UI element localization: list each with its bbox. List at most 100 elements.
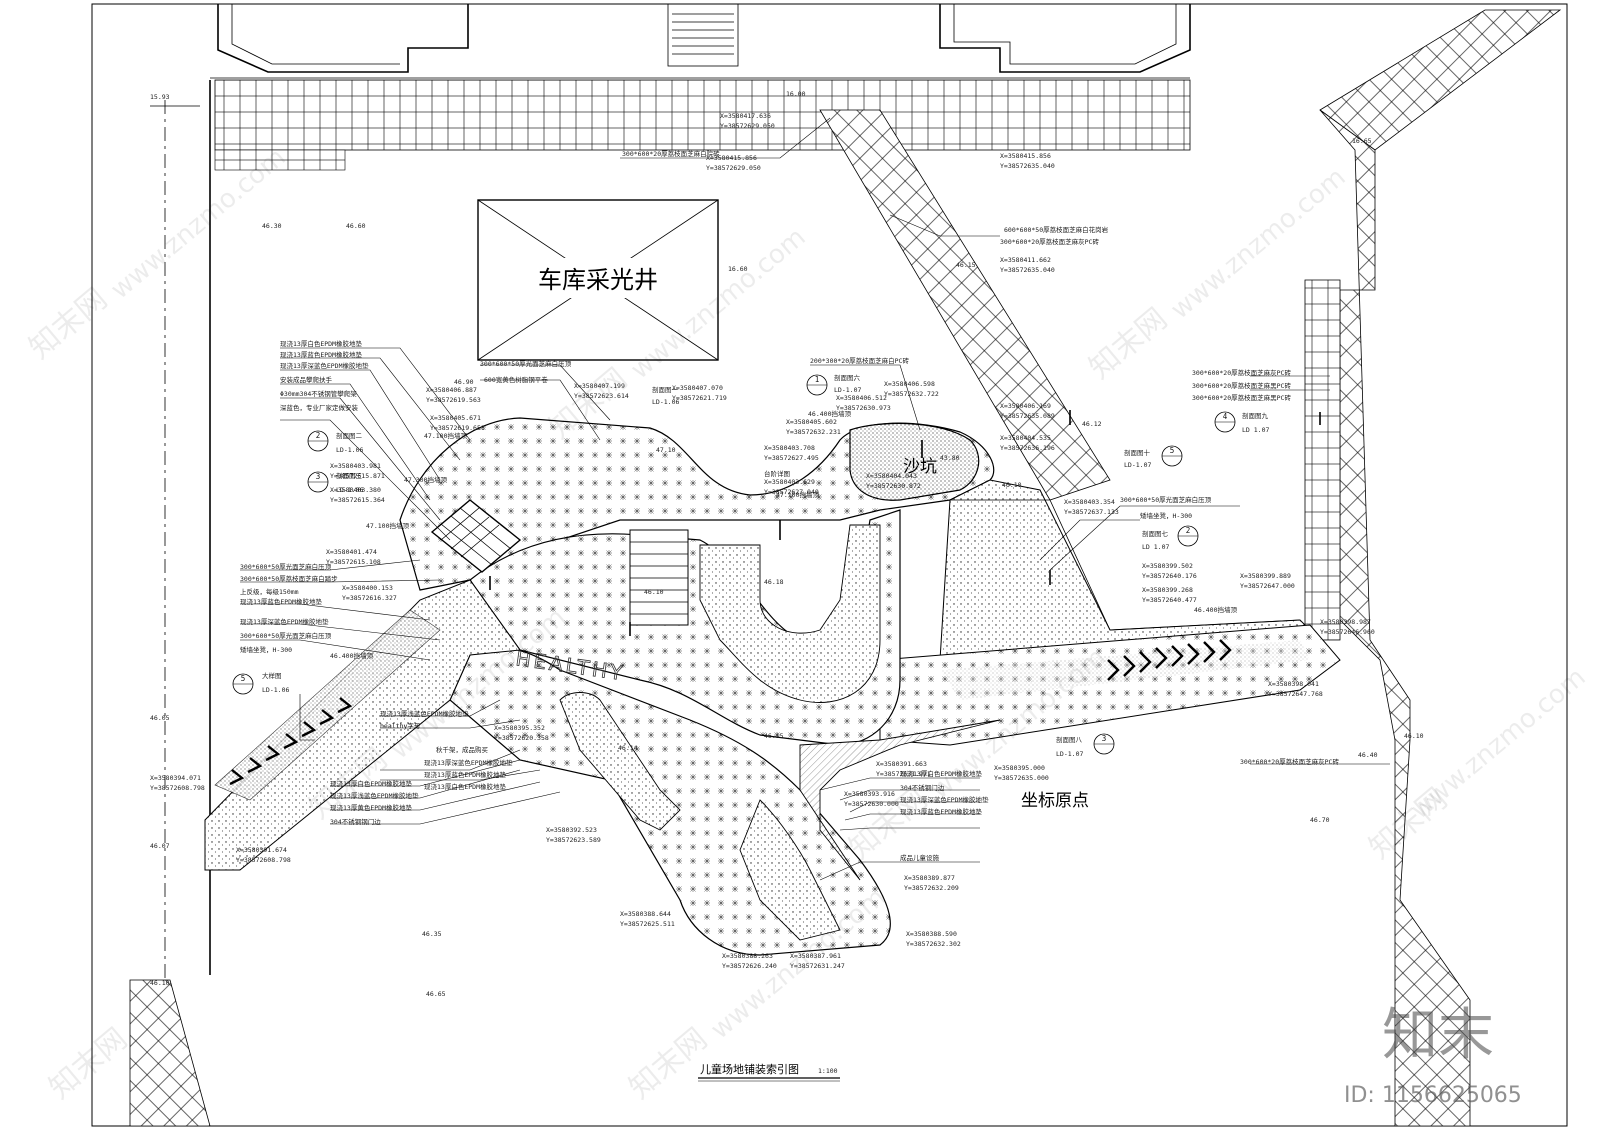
material-note: 深蓝色，专业厂家定做安装 xyxy=(280,403,359,412)
elevation-label: 43.80 xyxy=(940,454,960,462)
coordinate-y: Y=38572636.196 xyxy=(1000,444,1055,452)
coordinate-y: Y=38572621.719 xyxy=(672,394,727,402)
elevation-label: 46.70 xyxy=(1310,816,1330,824)
material-note: 现浇13厚蓝色EPDM橡胶地垫 xyxy=(900,807,982,816)
callout-s9[interactable]: 5 剖面图十 LD-1.07 xyxy=(1124,445,1183,469)
svg-text:LD-1.07: LD-1.07 xyxy=(834,386,861,394)
building-outline xyxy=(210,3,1191,79)
elevation-label: 46.15 xyxy=(956,261,976,269)
material-note: 台阶详图 xyxy=(764,469,790,478)
callout-s6[interactable]: 1 剖面图六 LD-1.07 xyxy=(806,373,861,396)
coordinate-x: X=3580393.916 xyxy=(844,790,895,798)
coordinate-x: X=3580407.199 xyxy=(574,382,625,390)
leader-lines xyxy=(240,117,1390,881)
svg-text:LD 1.07: LD 1.07 xyxy=(1142,543,1169,551)
material-note: 300*600*50厚荔枝面芝麻白踏步 xyxy=(240,574,338,583)
material-note: 现浇13厚白色EPDM橡胶地垫 xyxy=(330,779,412,788)
coordinate-x: X=3580389.877 xyxy=(904,874,955,882)
coordinate-y: Y=38572647.000 xyxy=(1240,582,1295,590)
elevation-label: 47.10 xyxy=(656,446,676,454)
material-note: 300*600*20厚荔枝面芝麻白院砖 xyxy=(622,149,720,158)
coordinate-y: Y=38572625.511 xyxy=(620,920,675,928)
coordinate-y: Y=38572629.050 xyxy=(720,122,775,130)
material-note: 200*300*20厚荔枝面芝麻白PC砖 xyxy=(810,356,909,365)
coordinate-x: X=3580399.268 xyxy=(1142,586,1193,594)
svg-text:5: 5 xyxy=(241,674,246,683)
coordinate-x: X=3580417.636 xyxy=(720,112,771,120)
coordinate-y: Y=38572632.722 xyxy=(884,390,939,398)
svg-text:剖面图九: 剖面图九 xyxy=(1242,411,1269,420)
svg-text:2: 2 xyxy=(1186,526,1191,535)
garage-skylight: 车库采光井 xyxy=(477,199,719,361)
paving-right-diagonal xyxy=(1319,9,1562,151)
callout-s2[interactable]: 2 剖面图二 LD-1.06 xyxy=(307,430,363,454)
coordinate-x: X=3580401.474 xyxy=(326,548,377,556)
coordinate-x: X=3580399.889 xyxy=(1240,572,1291,580)
coordinate-x: X=3580406.598 xyxy=(884,380,935,388)
origin-label: 坐标原点 xyxy=(1021,791,1089,811)
coordinate-x: X=3580403.629 xyxy=(764,478,815,486)
coordinate-y: Y=38572626.240 xyxy=(722,962,777,970)
coordinate-x: X=3580415.856 xyxy=(706,154,757,162)
direction-arrows-right xyxy=(1107,639,1232,681)
svg-text:剖面图七: 剖面图七 xyxy=(1142,529,1169,538)
coordinate-y: Y=38572635.000 xyxy=(994,774,1049,782)
coordinate-y: Y=38572631.247 xyxy=(790,962,845,970)
elevation-label: 46.10 xyxy=(1002,481,1022,489)
coordinate-y: Y=38572627.040 xyxy=(764,488,819,496)
callout-s4[interactable]: 4 剖面图九 LD 1.07 xyxy=(1214,411,1269,434)
svg-text:剖面图一: 剖面图一 xyxy=(652,385,679,394)
coordinate-x: X=3580403.708 xyxy=(764,444,815,452)
coordinate-x: X=3580404.043 xyxy=(866,472,917,480)
svg-text:LD-1.06: LD-1.06 xyxy=(336,486,363,494)
material-note: 现浇13厚白色EPDM橡胶地垫 xyxy=(424,782,506,791)
material-note: 600宽黄色树脂钢平卷 xyxy=(484,375,548,384)
svg-text:剖面图三: 剖面图三 xyxy=(336,471,363,480)
coordinate-x: X=3580387.961 xyxy=(790,952,841,960)
callout-s5[interactable]: 5 大样图 LD-1.06 xyxy=(232,671,289,695)
svg-text:3: 3 xyxy=(316,472,321,481)
material-note: 现浇13厚浅蓝色EPDM橡胶地垫 xyxy=(380,709,469,718)
coordinate-x: X=3580394.071 xyxy=(150,774,201,782)
elevation-label: 46.40 xyxy=(1358,751,1378,759)
svg-text:LD-1.07: LD-1.07 xyxy=(1056,750,1083,758)
elevation-label: 46.35 xyxy=(422,930,442,938)
callout-s7[interactable]: 2 剖面图七 LD 1.07 xyxy=(1142,525,1199,551)
drawing-title-text: 儿童场地铺装索引图 xyxy=(700,1062,799,1076)
svg-text:知末网: 知末网 xyxy=(23,281,114,366)
coordinate-x: X=3580388.263 xyxy=(722,952,773,960)
material-note: 300*600*50厚光面芝麻白压顶 xyxy=(240,562,332,571)
callout-s1[interactable]: 剖面图一 LD-1.06 xyxy=(652,385,679,406)
svg-text:剖面图十: 剖面图十 xyxy=(1124,448,1151,457)
material-note: 300*600*50厚光面芝麻白压顶 xyxy=(480,359,572,368)
material-note: 47.100挡墙顶 xyxy=(366,521,409,530)
material-note: 300*600*20厚荔枝面芝麻灰PC砖 xyxy=(1192,368,1291,377)
material-note: 46.400挡墙顶 xyxy=(808,409,851,418)
elevation-label: 16.60 xyxy=(728,265,748,273)
coordinate-x: X=3580392.523 xyxy=(546,826,597,834)
coordinate-y: Y=38572640.477 xyxy=(1142,596,1197,604)
coordinate-x: X=3580399.502 xyxy=(1142,562,1193,570)
elevation-label: 46.15 xyxy=(764,732,784,740)
coordinate-y: Y=38572630.973 xyxy=(836,404,891,412)
material-note: 现浇13厚深蓝色EPDM橡胶地垫 xyxy=(280,361,369,370)
callout-s8[interactable]: 3 剖面图八 LD-1.07 xyxy=(1056,733,1115,758)
coordinate-y: Y=38572640.176 xyxy=(1142,572,1197,580)
callout-s3[interactable]: 3 剖面图三 LD-1.06 xyxy=(307,471,363,494)
material-note: 秋千架，成品购买 xyxy=(436,745,489,754)
coordinate-x: X=3580404.535 xyxy=(1000,434,1051,442)
svg-text:4: 4 xyxy=(1223,412,1228,421)
paving-bottom-left xyxy=(129,979,211,1127)
svg-text:3: 3 xyxy=(1102,734,1107,743)
coordinate-x: X=3580406.887 xyxy=(426,386,477,394)
svg-text:LD-1.07: LD-1.07 xyxy=(1124,461,1151,469)
coordinate-y: Y=38572620.358 xyxy=(494,734,549,742)
elevation-label: 46.12 xyxy=(1082,420,1102,428)
coordinate-y: Y=38572623.614 xyxy=(574,392,629,400)
material-note: 安装成品攀爬扶手 xyxy=(280,375,333,384)
material-note: 300*600*20厚荔枝面芝麻黑PC砖 xyxy=(1192,381,1291,390)
material-note: 300*600*20厚荔枝面芝麻灰PC砖 xyxy=(1000,237,1099,246)
paving-right-vertical xyxy=(1319,109,1471,1127)
elevation-label: 46.05 xyxy=(150,714,170,722)
svg-text:剖面图六: 剖面图六 xyxy=(834,373,861,382)
